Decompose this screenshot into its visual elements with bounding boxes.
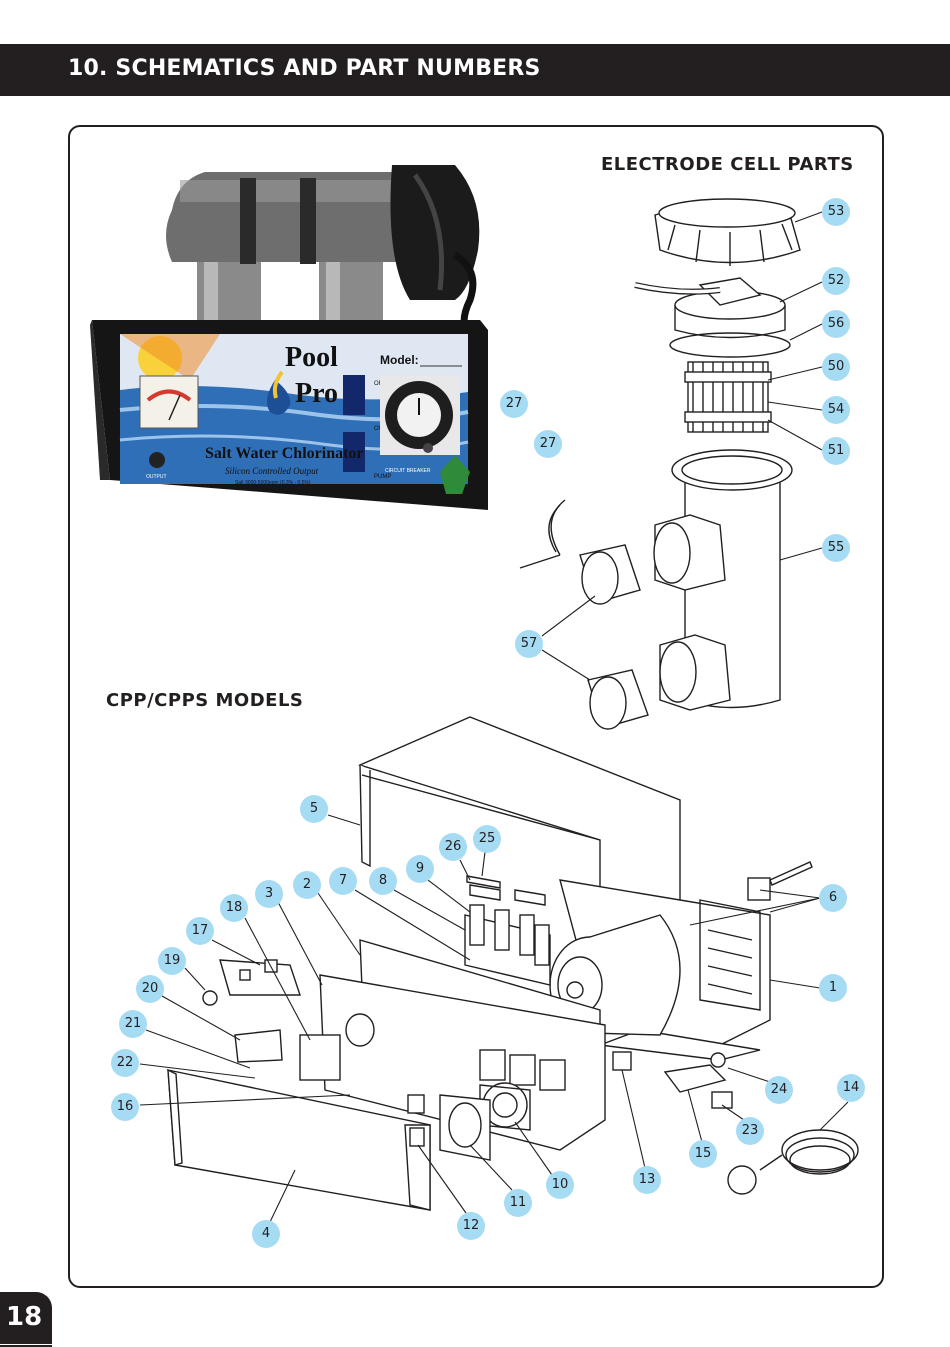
cpp-leader-lines [139, 814, 849, 1223]
callout-27-b: 27 [534, 430, 562, 458]
callout-22: 22 [111, 1049, 139, 1077]
callout-12: 12 [457, 1212, 485, 1240]
callout-26: 26 [439, 833, 467, 861]
callout-8: 8 [369, 867, 397, 895]
callout-7: 7 [329, 867, 357, 895]
page-title: 10. SCHEMATICS AND PART NUMBERS [68, 56, 541, 81]
callout-56: 56 [822, 310, 850, 338]
callout-51: 51 [822, 437, 850, 465]
callout-11: 11 [504, 1189, 532, 1217]
callout-14: 14 [837, 1074, 865, 1102]
brand-logo-pro: Pro [295, 378, 338, 409]
callout-52: 52 [822, 267, 850, 295]
callout-15: 15 [689, 1140, 717, 1168]
callout-27-a: 27 [500, 390, 528, 418]
callout-13: 13 [633, 1166, 661, 1194]
electrode-cell-heading: ELECTRODE CELL PARTS [601, 154, 854, 175]
product-subtitle: Silicon Controlled Output [225, 466, 319, 476]
callout-23: 23 [736, 1117, 764, 1145]
output-label: OUTPUT [146, 474, 167, 480]
callout-57: 57 [515, 630, 543, 658]
callout-55: 55 [822, 534, 850, 562]
callout-17: 17 [186, 917, 214, 945]
circuit-breaker-label: CIRCUIT BREAKER [385, 468, 431, 474]
page-number-tab [0, 1292, 52, 1347]
callout-54: 54 [822, 396, 850, 424]
callout-3: 3 [255, 880, 283, 908]
callout-6: 6 [819, 884, 847, 912]
header-bar [0, 44, 950, 96]
cpp-models-heading: CPP/CPPS MODELS [106, 690, 304, 711]
callout-18: 18 [220, 894, 248, 922]
callout-9: 9 [406, 855, 434, 883]
electrode-leader-lines [541, 211, 823, 681]
callout-2: 2 [293, 871, 321, 899]
callout-20: 20 [136, 975, 164, 1003]
page-number: 18 [6, 1302, 43, 1332]
cpp-exploded-drawing [167, 716, 859, 1211]
schematic-frame [68, 125, 884, 1288]
model-label: Model: [380, 353, 419, 367]
callout-4: 4 [252, 1220, 280, 1248]
callout-50: 50 [822, 353, 850, 381]
brand-logo-pool: Pool [285, 342, 338, 373]
page-number-rule [0, 1344, 52, 1345]
callout-10: 10 [546, 1171, 574, 1199]
product-spec: Salt 3000-5000ppm (0.3% - 0.5%) [235, 480, 311, 486]
callout-19: 19 [158, 947, 186, 975]
callout-25: 25 [473, 825, 501, 853]
chlorinator-photo: Pool Pro Model: OFF ON PUMP Salt Water C… [90, 165, 488, 510]
callout-5: 5 [300, 795, 328, 823]
electrode-cell-drawing [519, 198, 801, 730]
product-name: Salt Water Chlorinator [205, 445, 364, 462]
callout-16: 16 [111, 1093, 139, 1121]
callout-21: 21 [119, 1010, 147, 1038]
callout-53: 53 [822, 198, 850, 226]
callout-24: 24 [765, 1076, 793, 1104]
switch-pump-label: PUMP [374, 474, 391, 480]
callout-1: 1 [819, 974, 847, 1002]
switch-on-label: ON [374, 426, 383, 432]
